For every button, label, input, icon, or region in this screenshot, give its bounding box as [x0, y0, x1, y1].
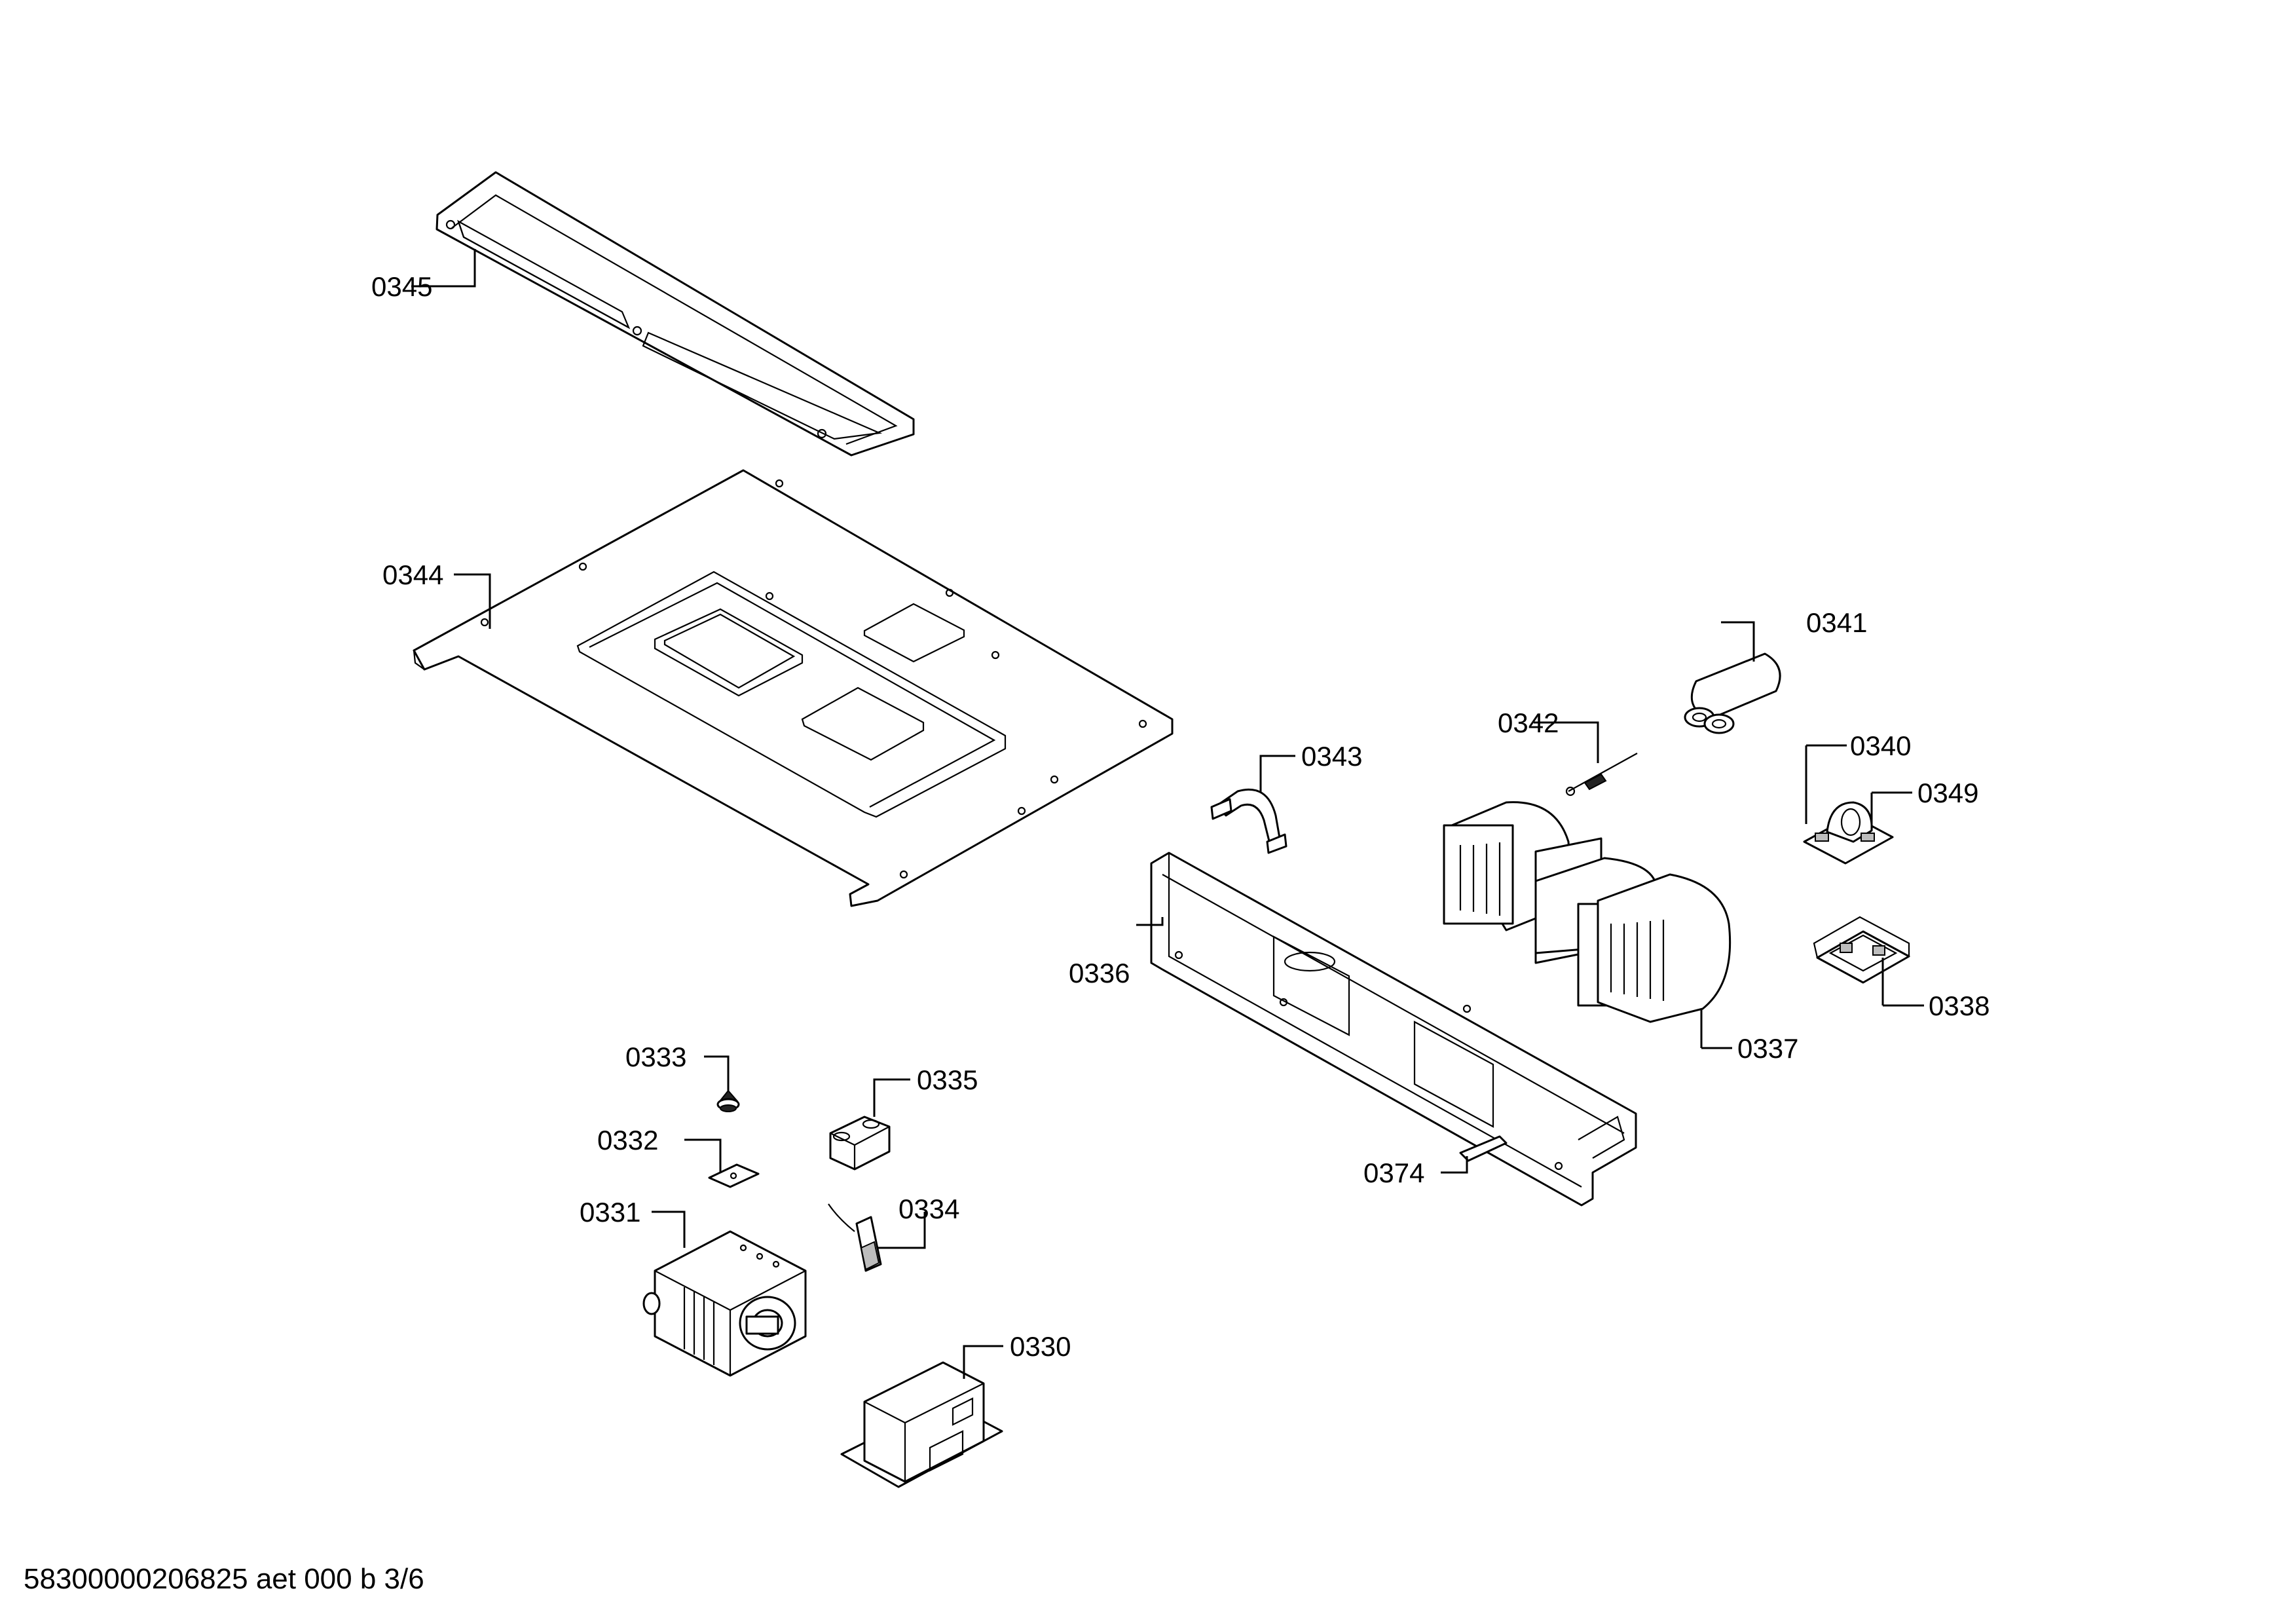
part-0336-mounting-rail[interactable]: [1150, 852, 1637, 1207]
part-0345-top-cover-strip[interactable]: [435, 171, 915, 457]
callout-0342: 0342: [1498, 707, 1559, 738]
callout-0331: 0331: [580, 1197, 640, 1228]
part-0344-base-plate[interactable]: [413, 469, 1174, 907]
leader-lines: [411, 249, 1924, 1379]
part-0374-clip[interactable]: [1459, 1135, 1508, 1162]
callout-0336: 0336: [1069, 958, 1130, 988]
callout-0338: 0338: [1929, 990, 1990, 1021]
part-0338-switch-holder[interactable]: [1813, 916, 1910, 984]
document-footer-code: 58300000206825 aet 000 b 3/6: [24, 1563, 424, 1595]
callout-0337: 0337: [1737, 1033, 1798, 1064]
callout-0349: 0349: [1917, 778, 1978, 808]
callout-0330: 0330: [1010, 1331, 1071, 1362]
part-0332-gasket-plate[interactable]: [708, 1163, 760, 1188]
part-0330-transformer[interactable]: [840, 1361, 1003, 1488]
part-0340-switch-bracket[interactable]: [1803, 801, 1894, 865]
callout-0335: 0335: [917, 1064, 978, 1095]
part-0334-switch[interactable]: [828, 1203, 882, 1272]
callout-labels: 0345 0344 0341 0342 0343 0340 0349 0336 …: [371, 271, 1990, 1362]
callout-0340: 0340: [1850, 730, 1911, 761]
callout-0333: 0333: [625, 1042, 686, 1072]
part-0335-fuse-block[interactable]: [829, 1116, 891, 1171]
callout-0344: 0344: [382, 559, 443, 590]
part-0343-clamp-bracket[interactable]: [1210, 788, 1287, 854]
part-0333-thermostat[interactable]: [716, 1089, 740, 1112]
callout-0334: 0334: [898, 1193, 959, 1224]
part-0342-diode[interactable]: [1565, 753, 1638, 797]
callout-0374: 0374: [1363, 1157, 1424, 1188]
part-0331-magnetron[interactable]: [642, 1230, 807, 1377]
callout-0341: 0341: [1806, 607, 1867, 638]
callout-0345: 0345: [371, 271, 432, 302]
callout-0332: 0332: [597, 1125, 658, 1155]
part-0341-capacitor[interactable]: [1684, 652, 1781, 734]
callout-0343: 0343: [1301, 741, 1362, 772]
part-0337-blower-fan[interactable]: [1443, 801, 1731, 1023]
